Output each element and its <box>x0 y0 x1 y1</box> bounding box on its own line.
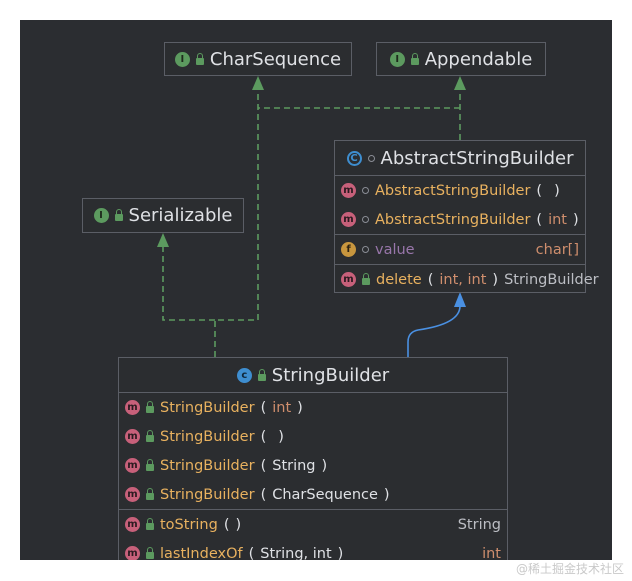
lock-icon <box>146 459 154 471</box>
method-params: int <box>272 399 292 416</box>
paren-close: ) <box>278 428 284 445</box>
method-params: String <box>272 457 316 474</box>
member-row[interactable]: m StringBuilder ( int) <box>119 393 507 422</box>
method-icon: m <box>125 546 140 560</box>
paren-close: ) <box>337 545 344 561</box>
paren-close: ) <box>492 271 499 288</box>
member-row[interactable]: m StringBuilder () <box>119 422 507 451</box>
method-icon: m <box>125 429 140 444</box>
class-icon: c <box>236 367 252 383</box>
arrowhead-charsequence <box>252 76 264 90</box>
method-name: StringBuilder <box>160 428 255 445</box>
method-params: int <box>548 211 567 228</box>
node-serializable[interactable]: I Serializable <box>82 198 244 233</box>
arrowhead-abstractsb <box>454 292 466 307</box>
interface-icon: I <box>389 51 405 67</box>
field-type: char[] <box>535 241 579 258</box>
node-abstractstringbuilder[interactable]: C AbstractStringBuilder m AbstractString… <box>334 140 599 294</box>
lock-icon <box>362 273 370 285</box>
member-row[interactable]: m AbstractStringBuilder () <box>335 176 585 205</box>
node-title: AbstractStringBuilder <box>380 147 574 169</box>
node-appendable[interactable]: I Appendable <box>376 42 546 76</box>
paren-open: ( <box>260 457 267 474</box>
node-title: Serializable <box>128 205 233 226</box>
method-name: toString <box>160 516 218 533</box>
member-row[interactable]: m StringBuilder ( CharSequence) <box>119 480 507 509</box>
method-icon: m <box>125 458 140 473</box>
lock-icon <box>146 547 154 559</box>
method-name: lastIndexOf <box>160 545 243 561</box>
method-name: AbstractStringBuilder <box>375 182 531 199</box>
node-title: Appendable <box>424 48 533 70</box>
arrowhead-appendable <box>454 76 466 90</box>
paren-open: ( <box>536 211 543 228</box>
paren-close: ) <box>297 399 303 416</box>
method-icon: m <box>341 183 356 198</box>
method-name: delete <box>376 271 422 288</box>
field-icon: f <box>341 242 356 257</box>
watermark: @稀土掘金技术社区 <box>515 562 624 576</box>
node-title: CharSequence <box>209 48 342 70</box>
paren-open: ( <box>536 182 543 199</box>
method-params: int, int <box>439 271 487 288</box>
paren-open: ( <box>260 399 267 416</box>
method-name: AbstractStringBuilder <box>375 211 531 228</box>
interface-icon: I <box>174 51 190 67</box>
edge-layer <box>157 76 466 357</box>
interface-icon: I <box>93 208 109 223</box>
method-name: StringBuilder <box>160 486 255 503</box>
lock-icon <box>410 52 419 65</box>
paren-open: ( <box>223 516 230 533</box>
diagram-canvas: I CharSequence I Appendable I Serializab… <box>20 20 612 560</box>
package-private-icon <box>362 246 369 253</box>
method-icon: m <box>125 517 140 532</box>
paren-open: ( <box>260 428 267 445</box>
paren-close: ) <box>554 182 560 199</box>
method-name: StringBuilder <box>160 457 255 474</box>
lock-icon <box>146 518 154 530</box>
return-type: int <box>482 545 501 561</box>
member-row[interactable]: m delete ( int, int) StringBuilder <box>335 264 599 294</box>
lock-icon <box>146 430 154 442</box>
node-title: StringBuilder <box>271 364 390 386</box>
method-icon: m <box>125 400 140 415</box>
method-icon: m <box>125 487 140 502</box>
member-row[interactable]: m lastIndexOf ( String, int) int <box>119 539 507 560</box>
paren-close: ) <box>573 211 579 228</box>
method-icon: m <box>341 272 356 287</box>
edge-stringbuilder-serializable <box>162 245 215 321</box>
arrowhead-serializable <box>157 233 169 247</box>
method-icon: m <box>341 212 356 227</box>
paren-close: ) <box>235 516 242 533</box>
paren-open: ( <box>248 545 255 561</box>
paren-open: ( <box>260 486 267 503</box>
abstract-class-icon: C <box>346 150 362 166</box>
return-type: String <box>457 516 501 533</box>
paren-close: ) <box>383 486 390 503</box>
node-charsequence[interactable]: I CharSequence <box>164 42 352 76</box>
node-stringbuilder[interactable]: c StringBuilder m StringBuilder(int) m S… <box>118 357 508 560</box>
member-row[interactable]: m toString () String <box>119 509 507 539</box>
edge-stringbuilder-abstractsb <box>407 305 461 357</box>
member-row[interactable]: m StringBuilder ( String) <box>119 451 507 480</box>
return-type: StringBuilder <box>504 271 599 288</box>
package-private-icon <box>362 187 369 194</box>
method-params: CharSequence <box>272 486 378 503</box>
edge-stringbuilder-charsequence <box>214 88 259 357</box>
lock-icon <box>195 52 204 65</box>
package-private-icon <box>362 216 369 223</box>
paren-close: ) <box>321 457 328 474</box>
lock-icon <box>114 209 123 221</box>
lock-icon <box>146 488 154 500</box>
method-params: String, int <box>260 545 332 561</box>
lock-icon <box>257 368 266 381</box>
package-private-icon <box>367 154 375 162</box>
method-name: StringBuilder <box>160 399 255 416</box>
member-row[interactable]: f value char[] <box>335 234 585 264</box>
member-row[interactable]: m AbstractStringBuilder ( int) <box>335 205 585 234</box>
lock-icon <box>146 401 154 413</box>
field-name: value <box>375 241 415 258</box>
paren-open: ( <box>427 271 434 288</box>
